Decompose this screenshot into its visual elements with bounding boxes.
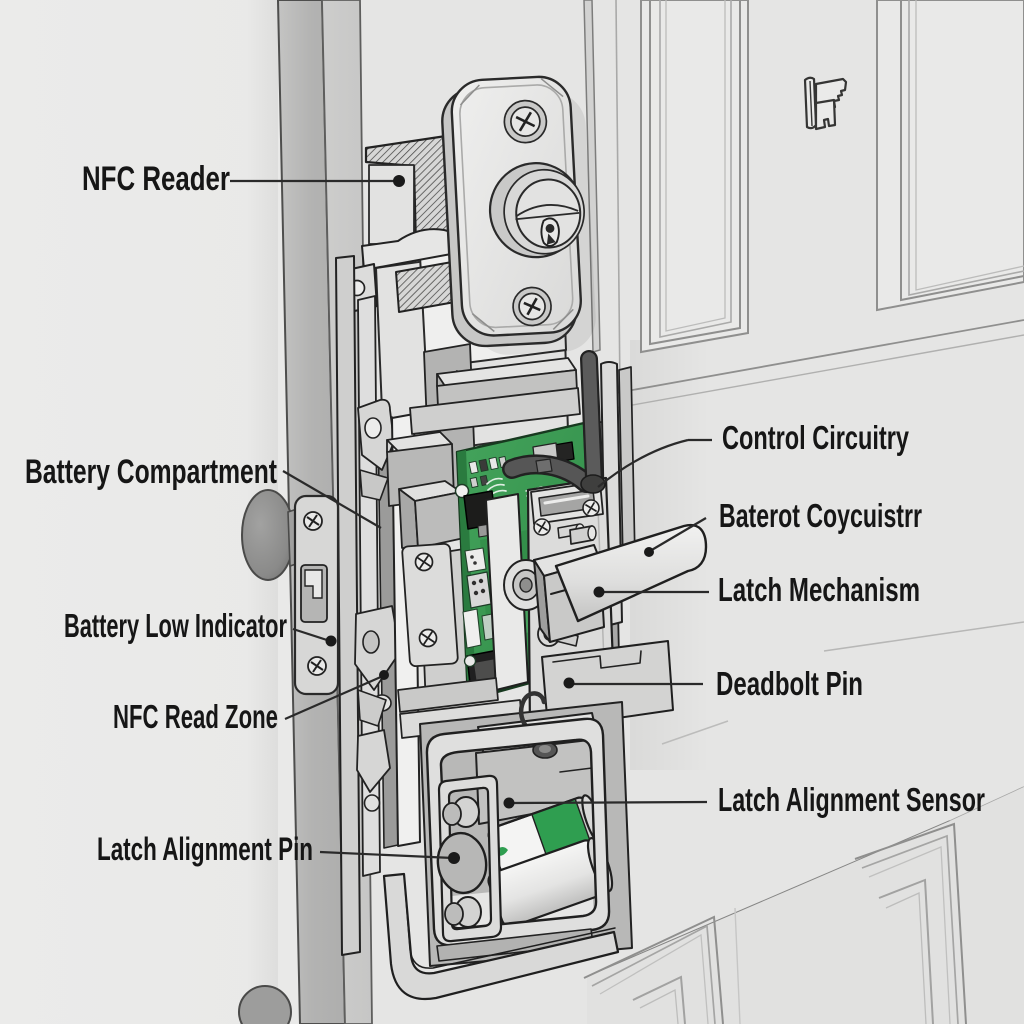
svg-text:Latch Alignment Pin: Latch Alignment Pin xyxy=(97,831,313,867)
svg-text:NFC Reader: NFC Reader xyxy=(82,160,230,198)
svg-text:Control Circuitry: Control Circuitry xyxy=(722,419,909,456)
svg-text:Latch Alignment Sensor: Latch Alignment Sensor xyxy=(718,781,985,818)
svg-text:NFC Read Zone: NFC Read Zone xyxy=(113,698,278,735)
svg-text:Latch Mechanism: Latch Mechanism xyxy=(718,571,920,608)
svg-text:Baterot Coycuistrr: Baterot Coycuistrr xyxy=(719,497,922,534)
svg-text:Battery Compartment: Battery Compartment xyxy=(25,453,277,491)
svg-text:Deadbolt Pin: Deadbolt Pin xyxy=(716,665,863,702)
svg-text:Battery Low Indicator: Battery Low Indicator xyxy=(64,607,287,644)
